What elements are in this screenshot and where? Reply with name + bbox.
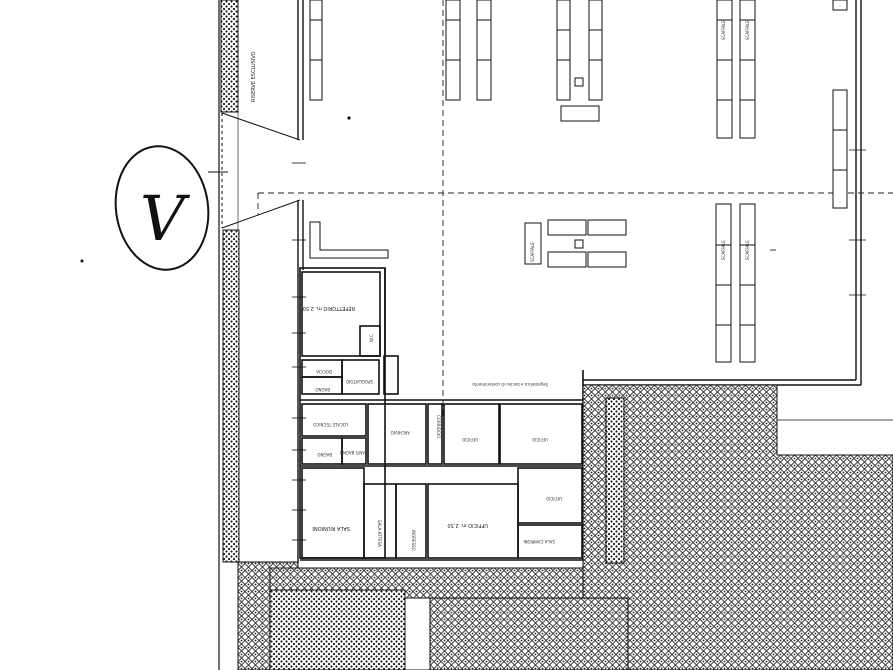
room-label-ufficio-3: UFFICIO xyxy=(546,496,562,501)
room-label-anti-bagno: ANTI BAGNO xyxy=(340,450,365,455)
hatched-ground-block xyxy=(269,589,406,670)
room-label-bagno-2: BAGNO xyxy=(317,452,332,457)
room-label-wc: W.C. xyxy=(369,333,374,342)
room-label-sala-campioni: SALA CAMPIONI xyxy=(523,539,555,544)
rack-label: SCAFFALE xyxy=(530,242,535,262)
entrance-gate xyxy=(221,112,301,229)
room-label-ufficio-grande: UFFICIO m. 2,50 xyxy=(447,522,488,528)
rack-group xyxy=(309,0,848,363)
circled-annotation: V xyxy=(114,145,228,271)
room-label-doccia: DOCCIA xyxy=(316,369,332,374)
room-label-corridoio: CORRIDOIO xyxy=(436,415,441,438)
building-outline xyxy=(297,0,862,562)
circled-mark-text: V xyxy=(140,182,191,255)
reference-axes xyxy=(257,0,893,420)
room-label-bagno-1: BAGNO xyxy=(315,387,330,392)
rack-label: SCAFFALE xyxy=(721,240,726,260)
room-label-refettorio: REFETTORIO m. 2,50 xyxy=(303,305,355,311)
room-label-ufficio-2: UFFICIO xyxy=(532,437,548,442)
room-label-ingresso: INGRESSO xyxy=(411,530,416,551)
room-label-archivio: ARCHIVIO xyxy=(391,430,410,435)
room-label-ufficio-1: UFFICIO xyxy=(462,437,478,442)
room-label-sala-attesa: SALA ATTESA xyxy=(377,520,382,547)
room-label-spogliatoio: SPOGLIATOIO xyxy=(346,379,373,384)
rack-label: SCAFFALE xyxy=(745,240,750,260)
room-label-locale-tecnico: LOCALE TECNICO xyxy=(313,422,348,427)
left-perimeter-wall xyxy=(218,0,240,670)
top-note: Segnaletica e bacino di contenimento xyxy=(472,382,548,387)
perimeter-note: RISERVE ESCLUSIVO xyxy=(251,51,257,102)
room-label-sala-riunioni: SALA RIUNIONI xyxy=(312,525,350,531)
door-marks xyxy=(292,116,866,541)
rack-label: SCAFFALE xyxy=(745,20,750,40)
rack-label: SCAFFALE xyxy=(721,20,726,40)
